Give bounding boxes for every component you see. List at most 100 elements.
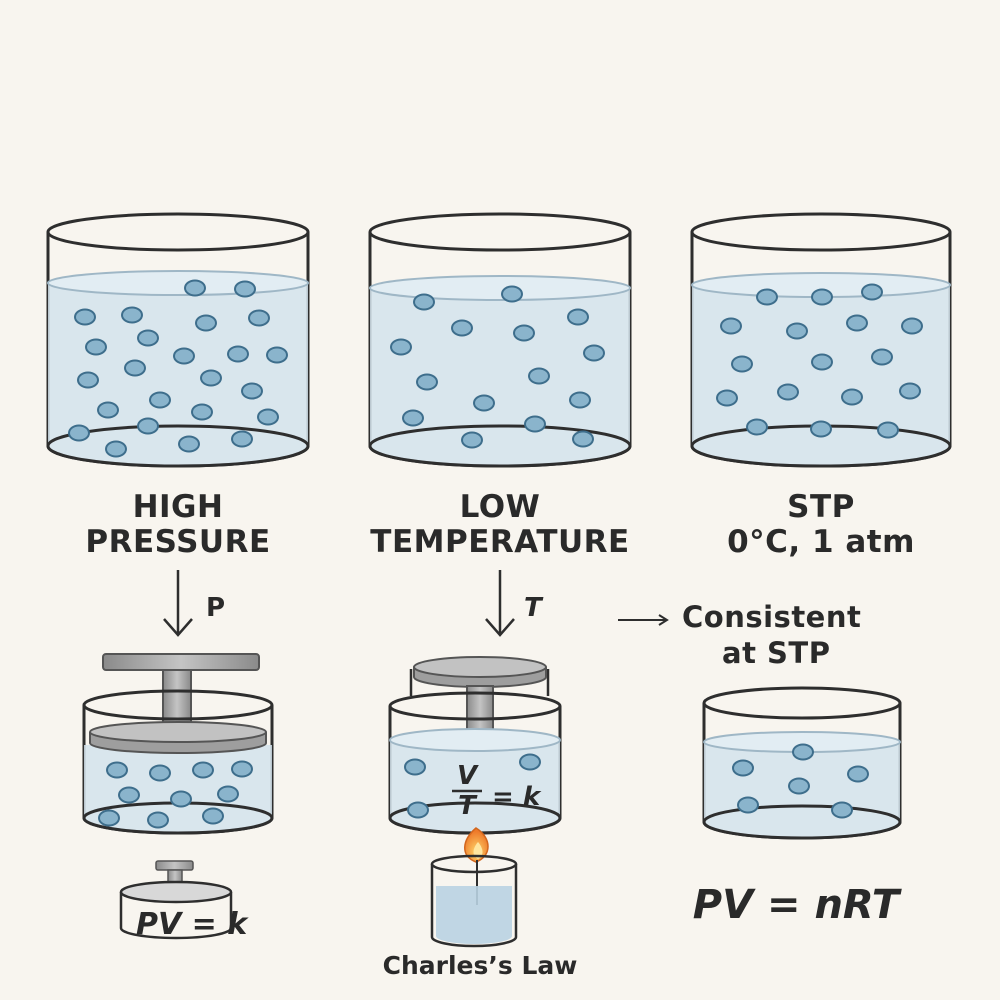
gas-molecule <box>831 801 853 819</box>
gas-molecule <box>149 764 171 782</box>
gas-molecule <box>77 371 99 389</box>
charles-caption: Charles’s Law <box>383 951 578 980</box>
gas-molecule <box>248 309 270 327</box>
gas-molecule <box>217 785 239 803</box>
pressure-arrow-symbol: P <box>206 593 225 623</box>
gas-molecule <box>257 408 279 426</box>
gas-molecule <box>98 809 120 827</box>
gas-molecule <box>871 348 893 366</box>
gas-molecule <box>451 319 473 337</box>
gas-molecule <box>737 796 759 814</box>
gas-molecule <box>877 421 899 439</box>
note-arrow <box>618 614 669 626</box>
gas-molecule <box>106 761 128 779</box>
temperature-arrow-symbol: T <box>524 593 544 623</box>
gas-molecule <box>811 288 833 306</box>
stp-label-line1: STP <box>787 489 855 525</box>
gas-molecule <box>811 353 833 371</box>
molecules <box>716 283 923 439</box>
gas-molecule <box>513 324 535 342</box>
gas-molecule <box>746 418 768 436</box>
gas-molecule <box>731 355 753 373</box>
gas-molecule <box>461 431 483 449</box>
pressure-arrow <box>163 570 193 637</box>
gas-molecule <box>191 403 213 421</box>
molecules <box>404 753 541 819</box>
gas-molecule <box>149 391 171 409</box>
gas-molecule <box>231 760 253 778</box>
gas-molecule <box>266 346 288 364</box>
gas-molecule <box>241 382 263 400</box>
gas-molecule <box>501 285 523 303</box>
stp-label-line2: 0°C, 1 atm <box>727 524 915 560</box>
gas-molecule <box>716 389 738 407</box>
gas-molecule <box>178 435 200 453</box>
gas-molecule <box>402 409 424 427</box>
low-temperature-label-line2: TEMPERATURE <box>370 524 629 560</box>
charles-denominator: T <box>458 791 478 821</box>
gas-molecule <box>519 753 541 771</box>
gas-molecule <box>899 382 921 400</box>
gas-molecule <box>846 314 868 332</box>
gas-molecule <box>390 338 412 356</box>
high-pressure-label-line1: HIGH <box>133 489 224 525</box>
charles-numerator: V <box>457 761 479 791</box>
gas-molecule <box>192 761 214 779</box>
gas-molecule <box>68 424 90 442</box>
gas-molecule <box>569 391 591 409</box>
gas-molecule <box>473 394 495 412</box>
gas-molecule <box>200 369 222 387</box>
note-line2: at STP <box>722 636 830 670</box>
gas-molecule <box>124 359 146 377</box>
boyle-equation: PV = k <box>136 907 249 942</box>
gas-molecule <box>861 283 883 301</box>
gas-molecule <box>404 758 426 776</box>
gas-molecule <box>567 308 589 326</box>
gas-molecule <box>85 338 107 356</box>
high-pressure-container <box>46 212 310 468</box>
gas-molecule <box>74 308 96 326</box>
gas-molecule <box>231 430 253 448</box>
boyle-small-container <box>119 860 233 940</box>
gas-molecule <box>234 280 256 298</box>
gas-molecule <box>173 347 195 365</box>
molecules <box>390 285 605 449</box>
gas-molecule <box>137 329 159 347</box>
gas-molecule <box>841 388 863 406</box>
gas-molecule <box>788 777 810 795</box>
heated-piston-container <box>388 656 562 835</box>
gas-molecule <box>847 765 869 783</box>
gas-molecule <box>792 743 814 761</box>
piston-container <box>82 653 274 835</box>
stp-container <box>690 212 952 468</box>
gas-molecule <box>137 417 159 435</box>
heating-beaker <box>430 854 518 948</box>
low-temperature-container <box>368 212 632 468</box>
gas-molecule <box>810 420 832 438</box>
gas-molecule <box>583 344 605 362</box>
molecules <box>98 760 253 829</box>
piston-lid <box>413 656 547 678</box>
gas-molecule <box>407 801 429 819</box>
piston-handle <box>102 653 260 671</box>
molecules <box>68 279 288 458</box>
gas-molecule <box>416 373 438 391</box>
gas-molecule <box>572 430 594 448</box>
gas-molecule <box>524 415 546 433</box>
gas-molecule <box>97 401 119 419</box>
gas-molecule <box>147 811 169 829</box>
gas-molecule <box>720 317 742 335</box>
charles-equals: = k <box>492 782 542 812</box>
gas-molecule <box>528 367 550 385</box>
gas-molecule <box>732 759 754 777</box>
piston-rod <box>162 669 192 731</box>
gas-molecule <box>121 306 143 324</box>
gas-molecule <box>195 314 217 332</box>
gas-molecule <box>227 345 249 363</box>
ideal-gas-equation: PV = nRT <box>693 882 902 928</box>
note-line1: Consistent <box>682 600 861 634</box>
molecules <box>732 743 869 819</box>
gas-molecule <box>105 440 127 458</box>
stp-small-container <box>702 686 902 840</box>
